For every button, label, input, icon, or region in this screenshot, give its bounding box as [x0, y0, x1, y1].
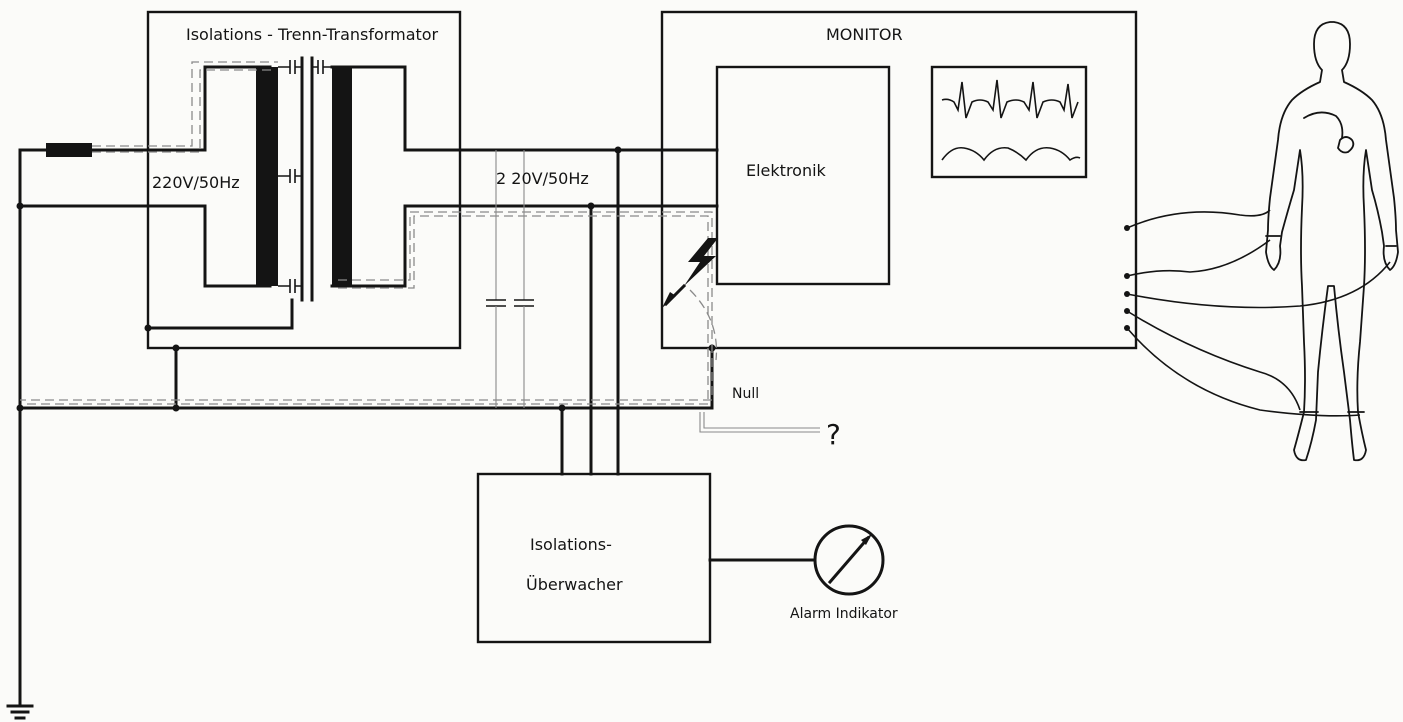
patient-cables: [1126, 209, 1391, 417]
null-leakage-wire: [699, 412, 820, 433]
monitor-title: MONITOR: [826, 25, 903, 44]
secondary-voltage-label: 2 20V/50Hz: [496, 169, 589, 188]
alarm-indicator-icon: [813, 524, 885, 596]
patient-figure: [1265, 21, 1399, 462]
isolation-monitor-line-2: Überwacher: [526, 575, 623, 594]
shield-ground-wire: [146, 298, 294, 330]
question-mark: ?: [826, 418, 841, 451]
transformer-primary-winding: [18, 65, 278, 288]
ecg-waveform: [941, 79, 1081, 162]
transformer-secondary-winding: [330, 65, 719, 288]
isolation-monitor-line-1: Isolations-: [530, 535, 612, 554]
fuse: [46, 143, 92, 157]
leakage-capacitors: [486, 150, 534, 408]
transformer-box: [146, 10, 462, 350]
transformer-title: Isolations - Trenn-Transformator: [186, 25, 439, 44]
ground-bus: [18, 148, 714, 708]
primary-voltage-label: 220V/50Hz: [152, 173, 240, 192]
isolation-monitor-box: [476, 472, 712, 644]
electronics-label: Elektronik: [746, 161, 827, 180]
leakage-path-dashed: [20, 61, 713, 405]
patient-lead-terminals: [1124, 225, 1130, 331]
fault-lightning-icon: [662, 238, 718, 308]
ground-symbol: [6, 704, 34, 720]
display-screen: [930, 65, 1088, 179]
fault-arc-dashed: [689, 289, 718, 361]
transformer-core-shield: [300, 56, 314, 302]
interwinding-capacitors: [278, 60, 332, 293]
monitor-box: [660, 10, 1138, 350]
alarm-indicator-label: Alarm Indikator: [790, 606, 898, 622]
electronics-box: [715, 65, 891, 286]
null-label: Null: [732, 386, 759, 402]
